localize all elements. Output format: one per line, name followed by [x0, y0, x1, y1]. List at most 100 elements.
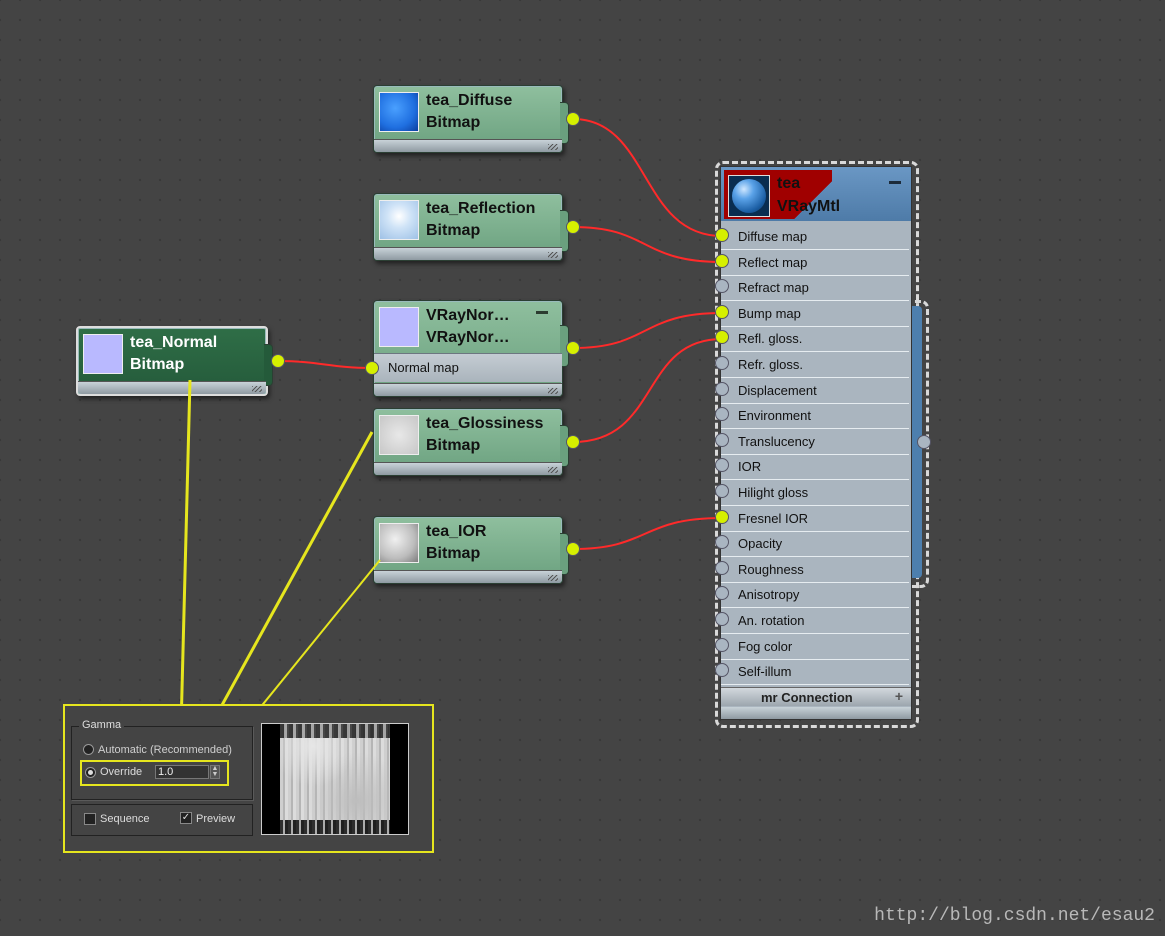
material-input-port[interactable] [715, 612, 729, 626]
material-input-port[interactable] [715, 586, 729, 601]
output-port-normal[interactable] [271, 354, 285, 368]
node-tea-reflection[interactable]: tea_Reflection Bitmap [373, 193, 569, 261]
node-title: tea_Glossiness [426, 415, 544, 432]
material-slot[interactable]: Self-illum [721, 659, 909, 686]
material-slot[interactable]: IOR [721, 454, 909, 481]
material-input-port[interactable] [715, 560, 729, 575]
material-input-port[interactable] [715, 279, 729, 294]
output-port-ior[interactable] [566, 542, 580, 556]
gamma-group-label: Gamma [79, 719, 125, 731]
wire-diffuse [572, 118, 723, 237]
material-slot[interactable]: Translucency [721, 429, 909, 455]
material-slot[interactable]: Fog color [721, 634, 909, 660]
override-spinner[interactable]: ▲▼ [210, 765, 220, 779]
material-name: tea [777, 175, 801, 192]
material-input-port[interactable] [715, 509, 729, 524]
material-input-port[interactable] [715, 663, 729, 678]
material-slot[interactable]: Refl. gloss. [721, 326, 909, 353]
node-tea-normal[interactable]: tea_Normal Bitmap [76, 326, 273, 396]
normal-thumbnail [83, 334, 123, 374]
override-radio[interactable] [85, 767, 96, 778]
material-preview-sphere [728, 175, 770, 217]
wire-normal [277, 360, 373, 369]
mr-connection-rollout[interactable]: mr Connection + [721, 687, 911, 706]
preview-label: Preview [196, 813, 236, 825]
slot-label: Refl. gloss. [738, 331, 803, 347]
material-input-port[interactable] [715, 637, 729, 652]
material-slot[interactable]: Environment [721, 403, 909, 430]
slot-label: An. rotation [738, 613, 805, 628]
input-port-normal-map[interactable] [365, 361, 379, 375]
material-input-port[interactable] [715, 432, 729, 447]
node-tea-glossiness[interactable]: tea_Glossiness Bitmap [373, 408, 569, 476]
node-type: Bitmap [130, 356, 185, 373]
slot-label: Self-illum [738, 664, 792, 680]
material-slot[interactable]: Diffuse map [721, 224, 909, 250]
node-footer [374, 570, 562, 583]
preview-checkbox[interactable]: ✓ [180, 812, 192, 824]
material-slot[interactable]: Bump map [721, 301, 909, 327]
vraynormal-thumbnail [379, 307, 419, 347]
node-type: Bitmap [426, 222, 481, 239]
slot-label: Anisotropy [738, 587, 800, 603]
slot-label: Displacement [738, 382, 817, 398]
material-input-port[interactable] [715, 304, 729, 319]
slot-label: Diffuse map [738, 229, 808, 244]
expand-plus-icon[interactable]: + [894, 688, 903, 704]
collapse-icon[interactable] [536, 311, 548, 314]
mr-connection-label: mr Connection [761, 690, 853, 705]
material-slot[interactable]: Displacement [721, 378, 909, 404]
material-slot[interactable]: Opacity [721, 531, 909, 558]
slot-label: Opacity [738, 536, 783, 552]
diffuse-thumbnail [379, 92, 419, 132]
material-input-port[interactable] [715, 381, 729, 396]
override-label: Override [100, 766, 143, 778]
slot-label: Fresnel IOR [738, 510, 809, 526]
slot-label: Bump map [738, 305, 801, 321]
material-slot[interactable]: Refract map [721, 275, 909, 302]
material-input-port[interactable] [715, 484, 729, 498]
slot-normal-map[interactable]: Normal map [374, 353, 562, 382]
material-slot[interactable]: Reflect map [721, 250, 909, 276]
material-slot[interactable]: Anisotropy [721, 582, 909, 609]
output-port-reflection[interactable] [566, 220, 580, 234]
material-input-port[interactable] [715, 458, 729, 473]
node-footer [374, 462, 562, 475]
reflection-thumbnail [379, 200, 419, 240]
node-title: tea_IOR [426, 523, 487, 540]
material-input-port[interactable] [715, 356, 729, 370]
material-input-port[interactable] [715, 253, 729, 268]
material-slot[interactable]: Roughness [721, 557, 909, 583]
wire-reflection [572, 226, 723, 263]
node-type: Bitmap [426, 545, 481, 562]
node-tea-diffuse[interactable]: tea_Diffuse Bitmap [373, 85, 569, 153]
ior-thumbnail [379, 523, 419, 563]
node-title: tea_Diffuse [426, 92, 513, 109]
material-slot[interactable]: Hilight gloss [721, 480, 909, 506]
material-input-port[interactable] [715, 228, 729, 242]
node-title: tea_Reflection [426, 200, 536, 217]
wire-vraynormal [572, 312, 723, 349]
node-vraynormalmap[interactable]: VRayNor… VRayNor… Normal map [373, 300, 569, 397]
glossiness-thumbnail [379, 415, 419, 455]
output-port-glossiness[interactable] [566, 435, 580, 449]
material-output-port[interactable] [917, 435, 931, 449]
output-port-vraynormal[interactable] [566, 341, 580, 355]
material-slot[interactable]: Refr. gloss. [721, 352, 909, 378]
collapse-icon[interactable] [889, 181, 901, 184]
output-port-diffuse[interactable] [566, 112, 580, 126]
node-tea-ior[interactable]: tea_IOR Bitmap [373, 516, 569, 584]
sequence-group: Sequence ✓ Preview [71, 804, 253, 836]
material-slot[interactable]: Fresnel IOR [721, 506, 909, 532]
slot-label: Hilight gloss [738, 485, 809, 500]
bitmap-gamma-panel: Gamma Automatic (Recommended) Override 1… [63, 704, 434, 853]
slot-label: IOR [738, 459, 762, 475]
sequence-checkbox[interactable] [84, 813, 96, 825]
sequence-label: Sequence [100, 813, 150, 825]
material-slot[interactable]: An. rotation [721, 608, 909, 634]
automatic-radio[interactable] [83, 744, 94, 755]
slot-label: Fog color [738, 638, 793, 654]
node-footer [721, 707, 911, 719]
override-value-input[interactable]: 1.0 [155, 765, 209, 779]
